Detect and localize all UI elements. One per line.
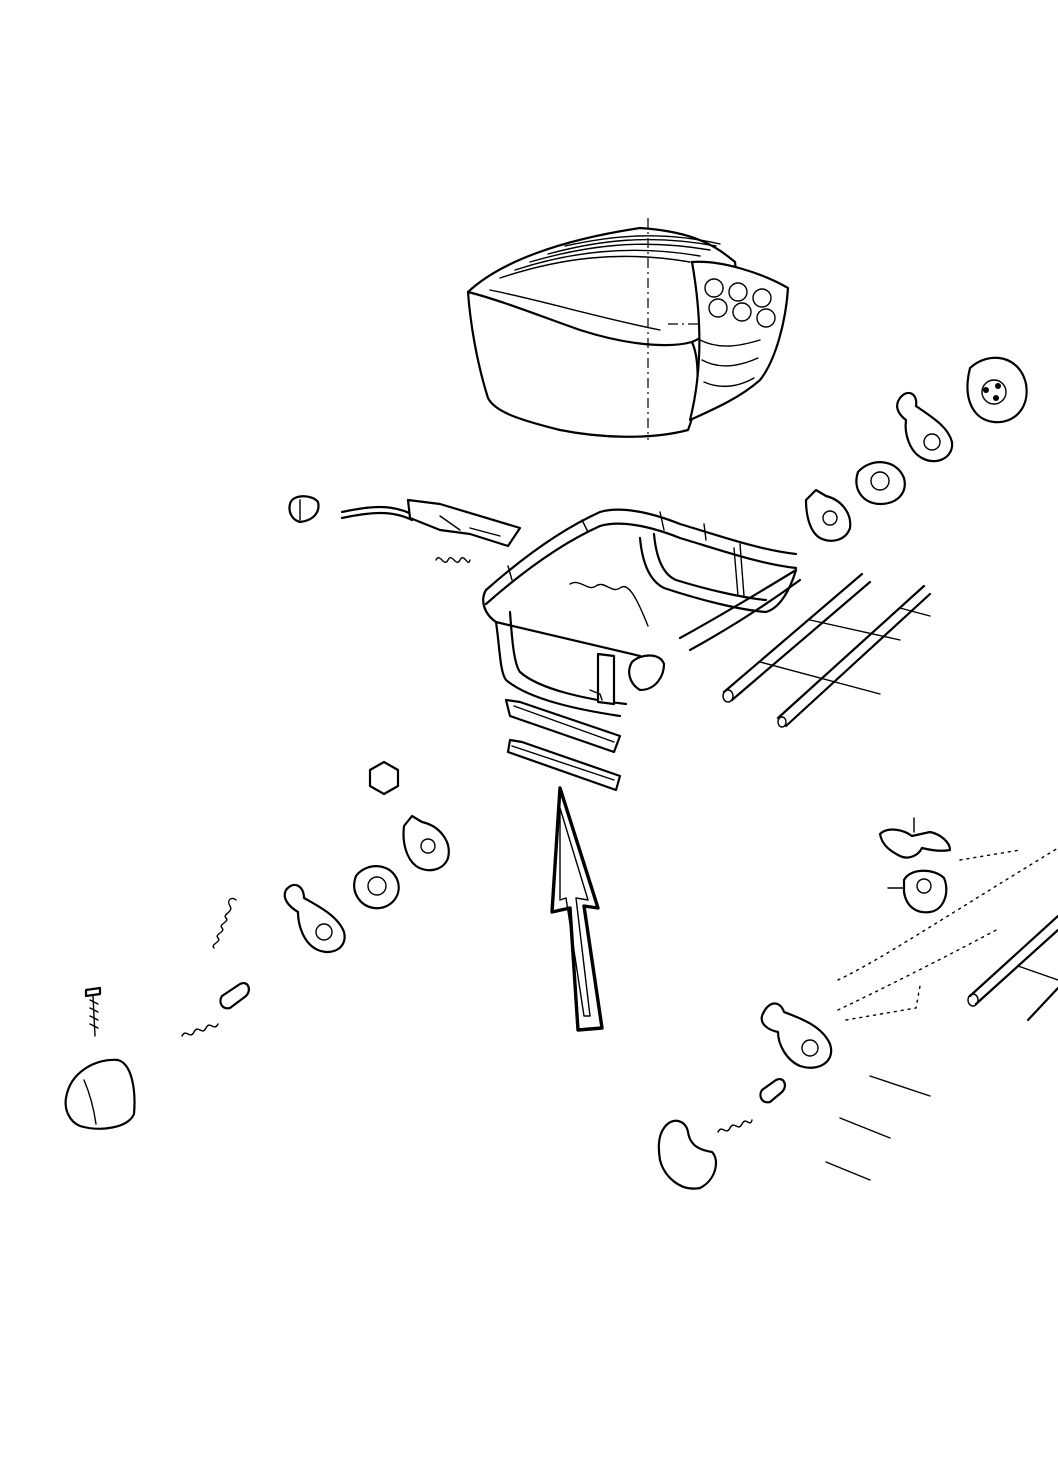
seat-frame xyxy=(482,508,802,718)
recliner-lever-left xyxy=(283,883,346,954)
recliner-lever-lower xyxy=(760,1002,931,1181)
spring-unit xyxy=(688,260,790,422)
cam-plate-upper xyxy=(804,488,852,542)
release-rod xyxy=(340,505,414,522)
spacer-washer-left xyxy=(353,865,400,910)
cross-tube-lower xyxy=(967,914,1058,1022)
wing-nut xyxy=(878,817,952,859)
compression-spring-lower xyxy=(717,1119,753,1133)
pin-bushing xyxy=(219,982,250,1010)
cross-tube-rear xyxy=(776,584,932,728)
compression-spring-left xyxy=(181,1023,219,1037)
coil-spring-left xyxy=(212,897,237,949)
spacer-washer-upper xyxy=(855,461,906,506)
recliner-hub xyxy=(966,356,1028,424)
release-spring xyxy=(435,557,471,563)
flange-nut xyxy=(887,869,948,914)
cam-plate-left xyxy=(402,814,450,872)
slide-rail-upper xyxy=(504,698,622,754)
release-knob xyxy=(288,495,320,524)
slide-rail-lower xyxy=(506,738,622,792)
hex-nut xyxy=(368,760,400,796)
pin-lower xyxy=(759,1078,786,1104)
arrow-up-icon xyxy=(550,786,604,1032)
dotted-bracket xyxy=(837,847,1058,1021)
knob-cover-lower xyxy=(657,1119,718,1190)
knob-cover xyxy=(64,1058,136,1130)
latch-bracket xyxy=(406,498,522,548)
seat-cushion xyxy=(466,218,785,440)
screw xyxy=(84,986,102,1037)
recliner-lever-upper xyxy=(896,391,954,463)
cross-tube-front xyxy=(722,572,901,703)
